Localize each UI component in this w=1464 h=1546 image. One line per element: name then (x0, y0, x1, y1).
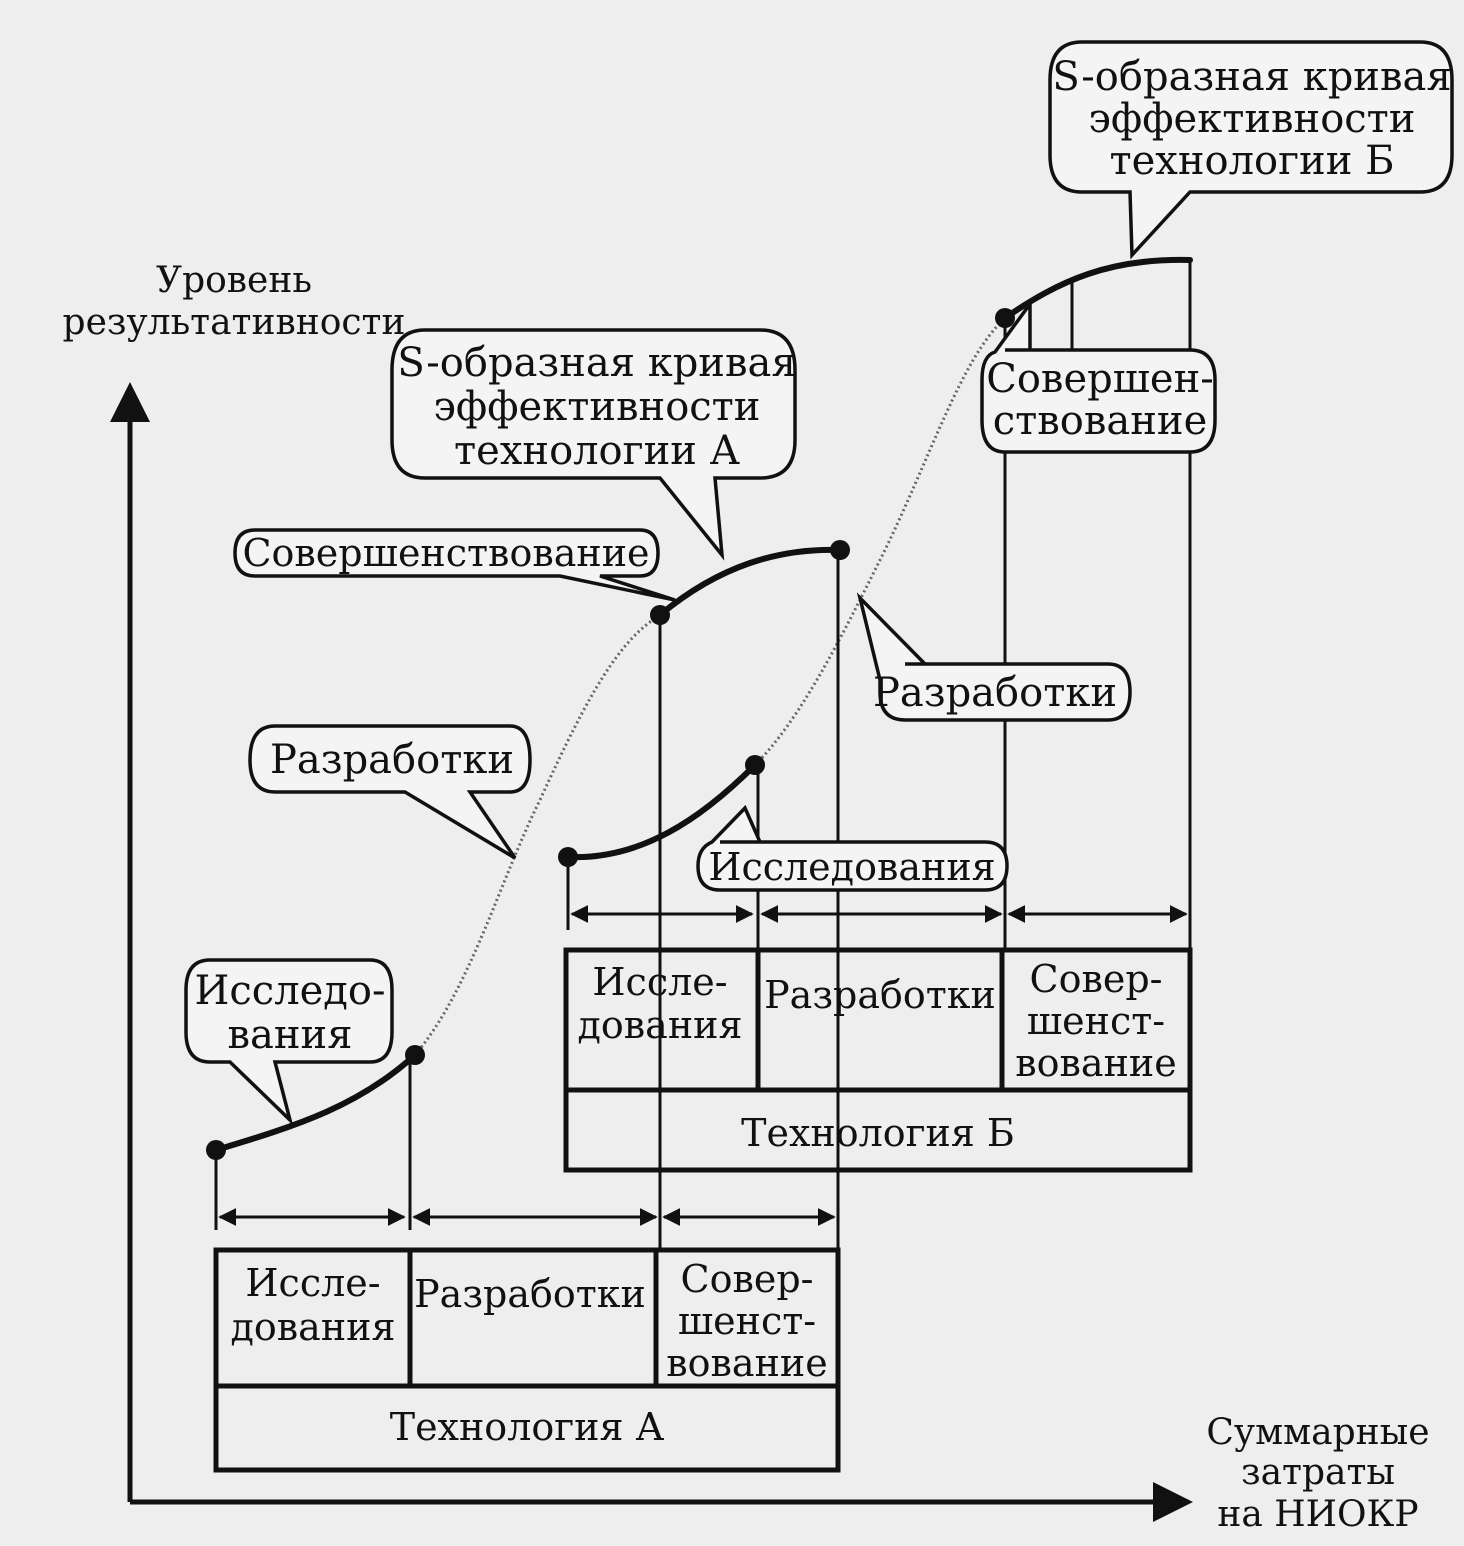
table-a-improvement-line3: вование (666, 1341, 827, 1385)
callout-a-improvement-text: Совершенствование (242, 531, 649, 575)
curve-b-research-end-point (745, 755, 765, 775)
callout-b-development: Разработки (856, 592, 1132, 722)
table-b-improvement-line3: вование (1015, 1041, 1176, 1085)
table-a-improvement-line1: Совер- (681, 1257, 814, 1301)
callout-b-line1: S-образная кривая (1052, 54, 1451, 100)
callout-a-improvement: Совершенствование (233, 528, 676, 602)
callout-b-improvement: Совершен- ствование (980, 298, 1217, 454)
callout-b-line2: эффективности (1089, 96, 1416, 142)
callout-b-improvement-line1: Совершен- (986, 356, 1214, 402)
axes: Уровень результативности Суммарные затра… (63, 260, 1430, 1535)
x-axis-label-line1: Суммарные (1206, 1412, 1429, 1453)
table-b-improvement-line1: Совер- (1030, 957, 1163, 1001)
callout-a-line2: эффективности (434, 384, 761, 430)
callout-a-development: Разработки (248, 724, 532, 860)
table-b-title: Технология Б (741, 1111, 1015, 1155)
curve-a-end-point (830, 540, 850, 560)
curve-a-research-segment (213, 1052, 418, 1153)
table-b-improvement-line2: шенст- (1027, 999, 1165, 1043)
callout-a-line1: S-образная кривая (397, 340, 796, 386)
callout-s-curve-b: S-образная кривая эффективности технолог… (1048, 40, 1454, 260)
callout-a-research-line2: вания (228, 1012, 353, 1058)
callout-a-line3: технологии А (454, 428, 740, 474)
callout-a-research-line1: Исследо- (195, 968, 386, 1014)
callout-a-development-text: Разработки (270, 737, 514, 783)
callout-s-curve-a: S-образная кривая эффективности технолог… (390, 328, 797, 561)
table-a-development: Разработки (414, 1272, 646, 1316)
callout-b-improvement-line2: ствование (993, 398, 1208, 444)
x-axis-label-line3: на НИОКР (1217, 1494, 1418, 1535)
curve-b-improvement-segment (1002, 256, 1193, 321)
curve-b-dotted-path (753, 316, 1007, 767)
callout-a-research: Исследо- вания (184, 958, 394, 1126)
curve-a-research-end-point (405, 1045, 425, 1065)
callout-b-research: Исследования (696, 804, 1009, 892)
curve-a-improvement-segment (657, 546, 843, 618)
x-axis-label-line2: затраты (1241, 1452, 1395, 1493)
table-b-research-line2: дования (578, 1003, 743, 1047)
table-a-title: Технология А (390, 1405, 665, 1449)
callout-b-research-text: Исследования (708, 845, 995, 889)
y-axis-label-line1: Уровень (156, 260, 312, 301)
table-a-improvement-line2: шенст- (678, 1299, 816, 1343)
callout-b-development-text: Разработки (873, 670, 1117, 716)
table-a-research-line2: дования (231, 1305, 396, 1349)
callout-b-line3: технологии Б (1110, 138, 1395, 184)
table-technology-b: Иссле- дования Разработки Совер- шенст- … (563, 947, 1193, 1173)
table-technology-a: Иссле- дования Разработки Совер- шенст- … (213, 1247, 841, 1473)
table-b-development: Разработки (764, 973, 996, 1017)
curve-b-research-segment (565, 762, 758, 861)
table-a-research-line1: Иссле- (245, 1261, 380, 1305)
y-axis-label-line2: результативности (63, 302, 406, 343)
table-b-research-line1: Иссле- (592, 960, 727, 1004)
